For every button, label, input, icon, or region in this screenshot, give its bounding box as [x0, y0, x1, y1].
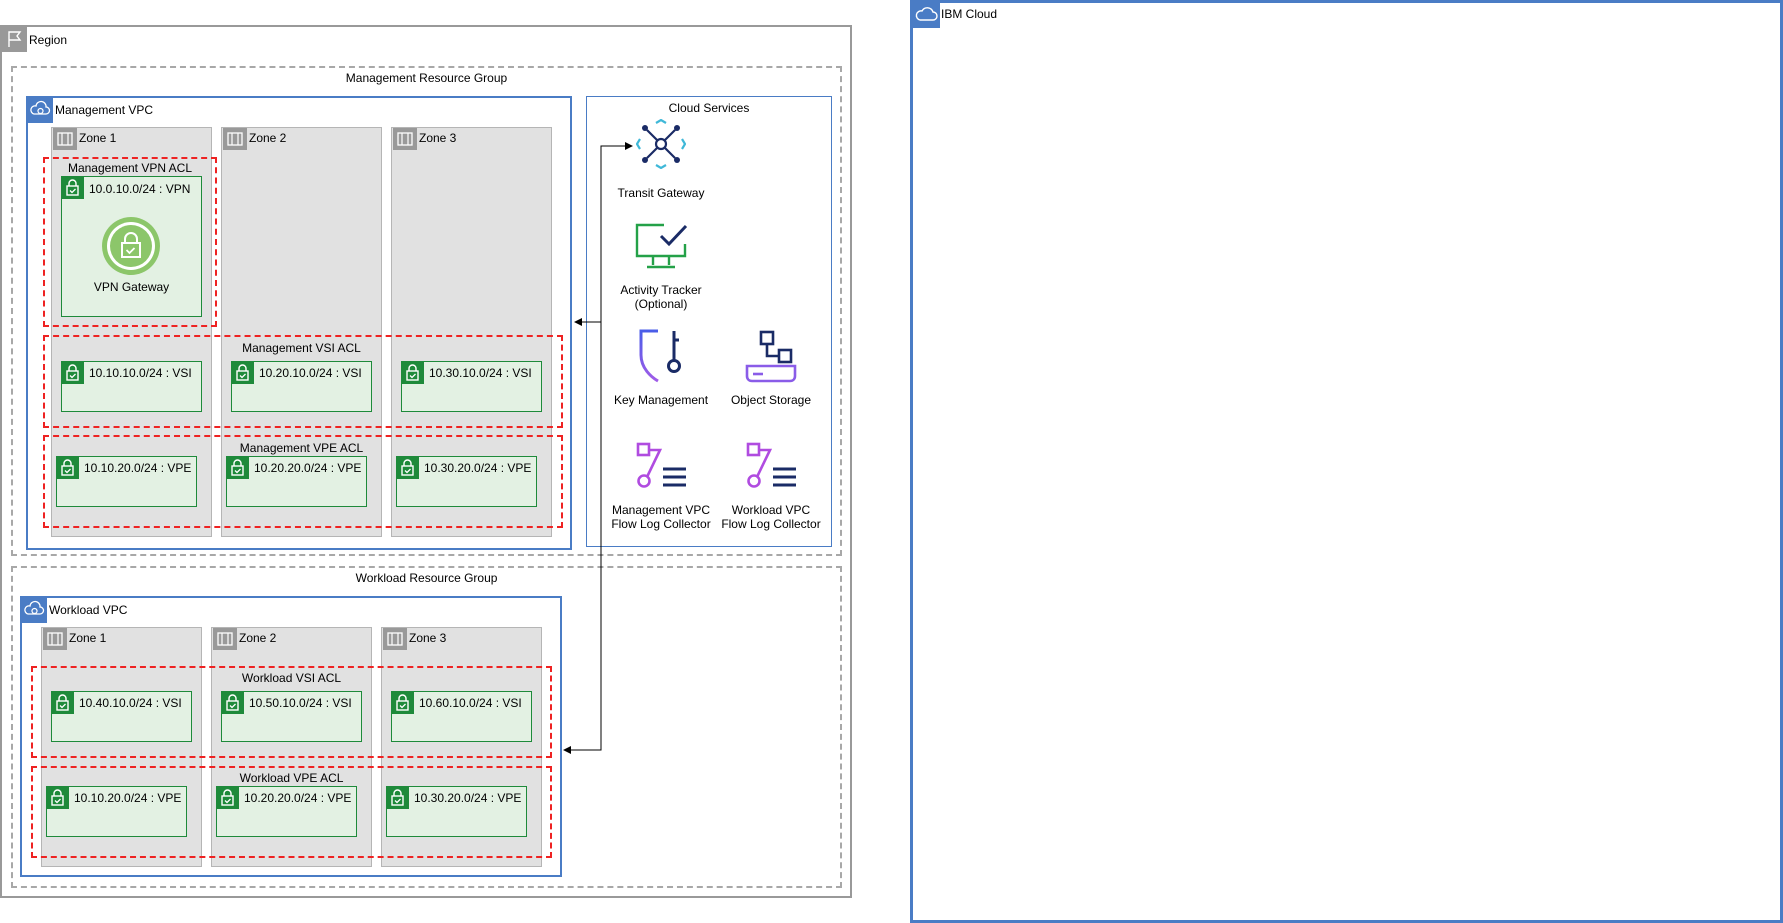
- subnet-label: 10.10.20.0/24 : VPE: [74, 791, 182, 805]
- workload-vsi-acl: [31, 666, 552, 758]
- workload-vsi-subnet-1: 10.40.10.0/24 : VSI: [51, 691, 192, 742]
- lock-icon: [226, 456, 249, 479]
- management-vsi-acl-label: Management VSI ACL: [242, 341, 361, 355]
- management-vpe-acl: [43, 435, 563, 528]
- workload-rg-label: Workload Resource Group: [355, 571, 498, 585]
- lock-icon: [401, 361, 424, 384]
- region-container: Region: [0, 25, 852, 898]
- subnet-label: 10.10.10.0/24 : VSI: [89, 366, 192, 380]
- mgmt-vsi-subnet-3: 10.30.10.0/24 : VSI: [401, 361, 542, 412]
- subnet-label: 10.50.10.0/24 : VSI: [249, 696, 352, 710]
- workload-vsi-acl-label: Workload VSI ACL: [241, 671, 342, 685]
- workload-zone-2-label: Zone 2: [239, 631, 277, 645]
- workload-vsi-subnet-3: 10.60.10.0/24 : VSI: [391, 691, 532, 742]
- mgmt-vsi-subnet-2: 10.20.10.0/24 : VSI: [231, 361, 372, 412]
- subnet-label: 10.60.10.0/24 : VSI: [419, 696, 522, 710]
- vpn-subnet-label: 10.0.10.0/24 : VPN: [89, 182, 191, 196]
- workload-vpc-label: Workload VPC: [49, 603, 128, 617]
- lock-icon: [396, 456, 419, 479]
- lock-icon: [391, 691, 414, 714]
- subnet-label: 10.10.20.0/24 : VPE: [84, 461, 192, 475]
- key-management-label: Key Management: [613, 393, 709, 407]
- mgmt-zone-1-label: Zone 1: [79, 131, 117, 145]
- lock-icon: [61, 176, 84, 199]
- flow-log-icon: [636, 441, 688, 491]
- zone-icon: [383, 628, 407, 650]
- workload-flow-log-label-2: Flow Log Collector: [721, 517, 821, 531]
- ibm-cloud-label: IBM Cloud: [941, 7, 998, 21]
- region-label: Region: [29, 33, 68, 47]
- subnet-label: 10.40.10.0/24 : VSI: [79, 696, 182, 710]
- flow-log-icon: [746, 441, 798, 491]
- activity-tracker-label-2: (Optional): [634, 297, 688, 311]
- lock-icon: [61, 361, 84, 384]
- mgmt-vpe-subnet-3: 10.30.20.0/24 : VPE: [396, 456, 537, 507]
- management-rg-label: Management Resource Group: [345, 71, 508, 85]
- mgmt-flow-log-label-2: Flow Log Collector: [611, 517, 711, 531]
- lock-icon: [386, 786, 409, 809]
- management-vpn-acl-label: Management VPN ACL: [67, 161, 193, 175]
- subnet-label: 10.20.20.0/24 : VPE: [244, 791, 352, 805]
- zone-icon: [213, 628, 237, 650]
- mgmt-vpe-subnet-1: 10.10.20.0/24 : VPE: [56, 456, 197, 507]
- workload-vpc: Workload VPC: [20, 596, 562, 877]
- mgmt-vsi-subnet-1: 10.10.10.0/24 : VSI: [61, 361, 202, 412]
- lock-icon: [216, 786, 239, 809]
- mgmt-zone-2-label: Zone 2: [249, 131, 287, 145]
- zone-icon: [393, 128, 417, 150]
- cloud-services-label: Cloud Services: [668, 101, 750, 115]
- zone-icon: [43, 628, 67, 650]
- management-vpn-acl: [43, 157, 217, 327]
- subnet-label: 10.30.20.0/24 : VPE: [424, 461, 532, 475]
- subnet-label: 10.30.10.0/24 : VSI: [429, 366, 532, 380]
- lock-icon: [221, 691, 244, 714]
- workload-vpe-acl-label: Workload VPE ACL: [239, 771, 344, 785]
- vpc-icon: [22, 598, 47, 623]
- zone-icon: [223, 128, 247, 150]
- object-storage-label: Object Storage: [730, 393, 812, 407]
- zone-icon: [53, 128, 77, 150]
- subnet-label: 10.20.20.0/24 : VPE: [254, 461, 362, 475]
- management-resource-group: [11, 66, 842, 556]
- activity-tracker-icon: [634, 222, 688, 272]
- transit-gateway-icon: [635, 118, 687, 170]
- vpn-gateway-icon: [101, 216, 161, 276]
- flag-icon: [2, 27, 27, 52]
- subnet-label: 10.20.10.0/24 : VSI: [259, 366, 362, 380]
- key-management-icon: [638, 328, 684, 384]
- workload-vsi-subnet-2: 10.50.10.0/24 : VSI: [221, 691, 362, 742]
- ibm-cloud-container: IBM Cloud: [910, 0, 1783, 923]
- subnet-label: 10.30.20.0/24 : VPE: [414, 791, 522, 805]
- management-vsi-acl: [43, 335, 563, 428]
- workload-zone-1-label: Zone 1: [69, 631, 107, 645]
- management-vpe-acl-label: Management VPE ACL: [239, 441, 364, 455]
- lock-icon: [46, 786, 69, 809]
- vpn-subnet: 10.0.10.0/24 : VPN VPN Gateway: [61, 176, 202, 317]
- workload-vpe-subnet-2: 10.20.20.0/24 : VPE: [216, 786, 357, 837]
- lock-icon: [51, 691, 74, 714]
- mgmt-zone-3-label: Zone 3: [419, 131, 457, 145]
- workload-flow-log-label-1: Workload VPC: [731, 503, 811, 517]
- lock-icon: [231, 361, 254, 384]
- management-vpc-label: Management VPC: [55, 103, 154, 117]
- workload-resource-group: [11, 566, 842, 888]
- mgmt-flow-log-label-1: Management VPC: [611, 503, 711, 517]
- workload-vpe-subnet-1: 10.10.20.0/24 : VPE: [46, 786, 187, 837]
- workload-vpe-subnet-3: 10.30.20.0/24 : VPE: [386, 786, 527, 837]
- transit-gateway-label: Transit Gateway: [617, 186, 705, 200]
- object-storage-icon: [744, 330, 798, 384]
- vpn-gateway-label: VPN Gateway: [93, 280, 170, 294]
- lock-icon: [56, 456, 79, 479]
- mgmt-vpe-subnet-2: 10.20.20.0/24 : VPE: [226, 456, 367, 507]
- activity-tracker-label-1: Activity Tracker: [620, 283, 702, 297]
- cloud-icon: [913, 3, 940, 28]
- workload-vpe-acl: [31, 766, 552, 858]
- workload-zone-3-label: Zone 3: [409, 631, 447, 645]
- vpc-icon: [28, 98, 53, 123]
